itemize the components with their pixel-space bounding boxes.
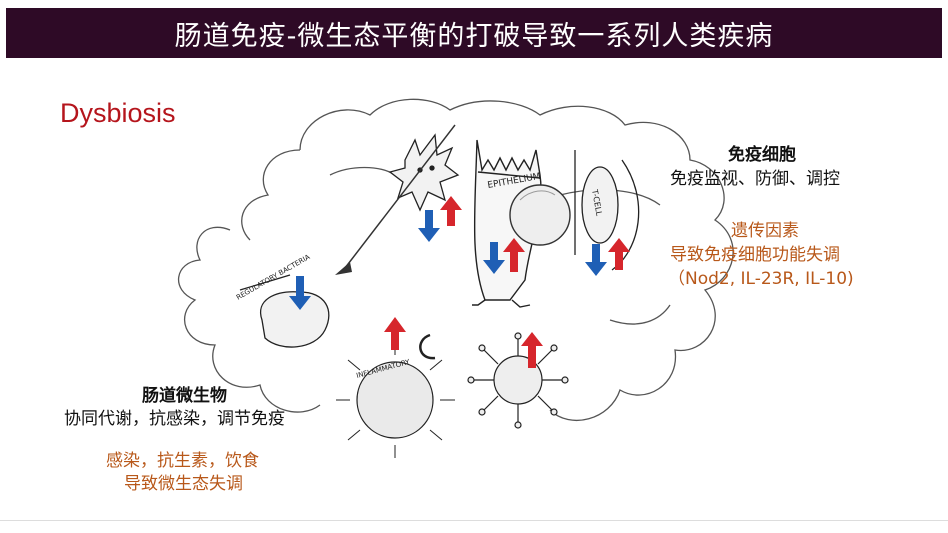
down-arrow — [418, 210, 440, 242]
up-arrow — [384, 317, 406, 350]
immune-line: 免疫监视、防御、调控 — [670, 169, 840, 189]
genetic-line: 导致免疫细胞功能失调 — [670, 245, 840, 265]
down-arrow — [483, 242, 505, 274]
inflammatory-bacterium — [336, 340, 455, 458]
virus-particle — [467, 332, 569, 429]
up-arrow — [521, 332, 543, 368]
up-arrow — [503, 238, 525, 272]
microbes-heading: 肠道微生物 — [142, 386, 227, 406]
down-arrow — [289, 276, 311, 310]
up-arrow — [440, 196, 462, 226]
intestine-outline — [177, 98, 734, 422]
up-arrow — [608, 238, 630, 270]
title-bar: 肠道免疫-微生态平衡的打破导致一系列人类疾病 — [6, 8, 942, 58]
immune-heading: 免疫细胞 — [728, 145, 796, 165]
env-line1: 感染，抗生素，饮食 — [106, 451, 259, 471]
dysbiosis-label: Dysbiosis — [60, 98, 176, 128]
up-arrows — [384, 196, 630, 368]
microbes-line: 协同代谢，抗感染，调节免疫 — [64, 409, 285, 429]
shield-icon — [509, 184, 571, 246]
bottom-divider — [0, 520, 948, 521]
genetic-title: 遗传因素 — [731, 221, 799, 241]
dendritic-cell — [388, 133, 460, 212]
spear — [344, 124, 456, 269]
genetic-genes: （Nod2, IL-23R, IL-10) — [668, 269, 854, 289]
down-arrow — [585, 244, 607, 276]
crescent-icon — [419, 333, 436, 360]
regulatory-bacteria — [239, 274, 330, 348]
slide-title: 肠道免疫-微生态平衡的打破导致一系列人类疾病 — [174, 20, 774, 52]
down-arrows — [289, 210, 607, 310]
env-line2: 导致微生态失调 — [124, 474, 243, 494]
